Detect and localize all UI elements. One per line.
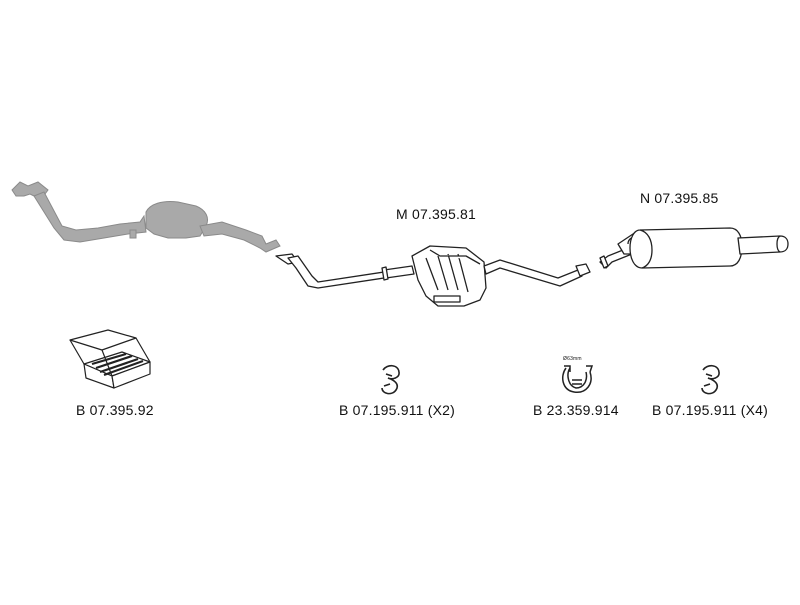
mounting-kit-box (69, 329, 151, 389)
ring-x4-part-number: B 07.195.911 (X4) (652, 402, 768, 418)
ring-x2-icon (381, 364, 400, 395)
middle-silencer-assembly (275, 245, 591, 307)
ring-x4-icon (701, 364, 720, 395)
middle-silencer-part-number: M 07.395.81 (396, 206, 477, 222)
ring-x2-part-number: B 07.195.911 (X2) (339, 402, 455, 418)
rear-silencer-assembly (599, 227, 789, 269)
manifold-cat-section (11, 181, 281, 253)
clamp-part-number: B 23.359.914 (533, 402, 619, 418)
clamp-size-label: Ø63mm (563, 356, 582, 362)
rear-silencer-part-number: N 07.395.85 (640, 190, 719, 206)
clamp-icon (561, 365, 594, 393)
mounting-kit-part-number: B 07.395.92 (76, 402, 154, 418)
